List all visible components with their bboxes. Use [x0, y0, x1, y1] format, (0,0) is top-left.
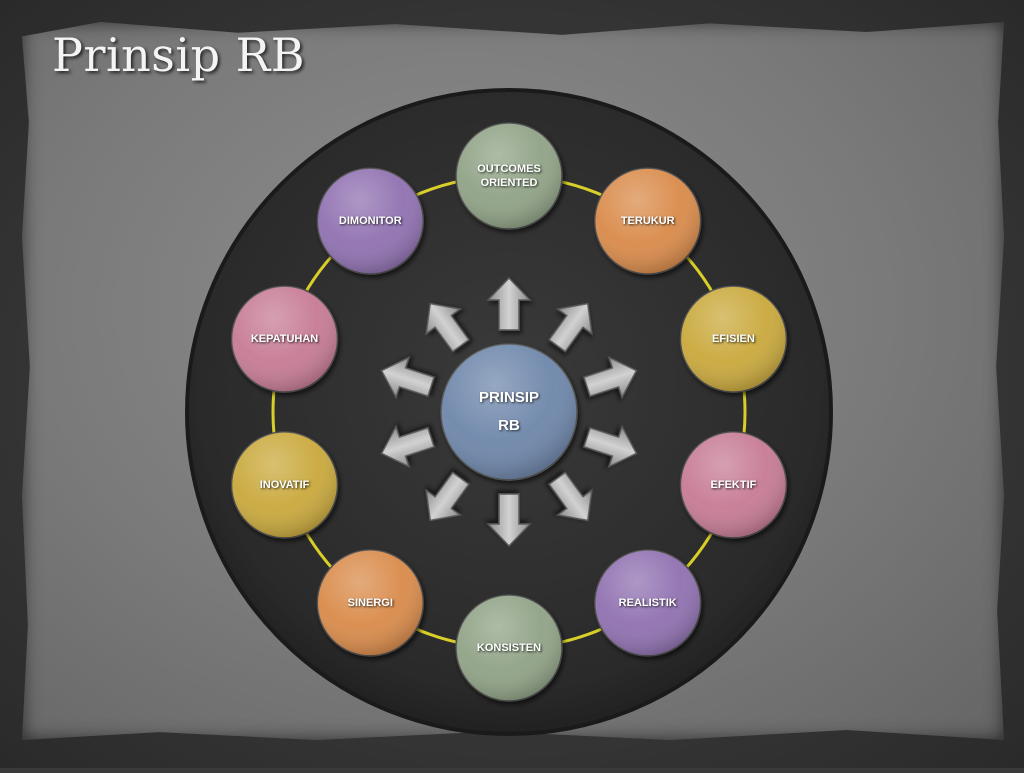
node-efektif	[679, 431, 788, 539]
arrow-realistik	[548, 471, 593, 522]
arrow-outcomes	[486, 276, 532, 331]
arrows-group	[380, 276, 638, 548]
node-realistik	[593, 549, 702, 657]
node-terukur	[593, 167, 702, 275]
node-sinergi	[316, 549, 425, 657]
arrow-efektif	[582, 424, 638, 469]
node-outcomes	[455, 122, 563, 230]
node-dimonitor	[316, 167, 425, 275]
arrow-terukur	[548, 302, 593, 353]
node-inovatif	[230, 431, 339, 539]
arrow-sinergi	[425, 471, 470, 522]
node-efisien	[679, 285, 788, 393]
arrow-konsisten	[486, 493, 532, 548]
arrow-inovatif	[380, 424, 436, 469]
node-kepatuhan	[230, 285, 339, 393]
slide-title: Prinsip RB	[52, 28, 306, 82]
node-konsisten	[455, 594, 563, 702]
arrow-efisien	[582, 355, 638, 400]
arrow-dimonitor	[425, 302, 470, 353]
center-circle	[440, 343, 578, 481]
arrow-kepatuhan	[380, 355, 436, 400]
nodes-group	[230, 122, 788, 702]
